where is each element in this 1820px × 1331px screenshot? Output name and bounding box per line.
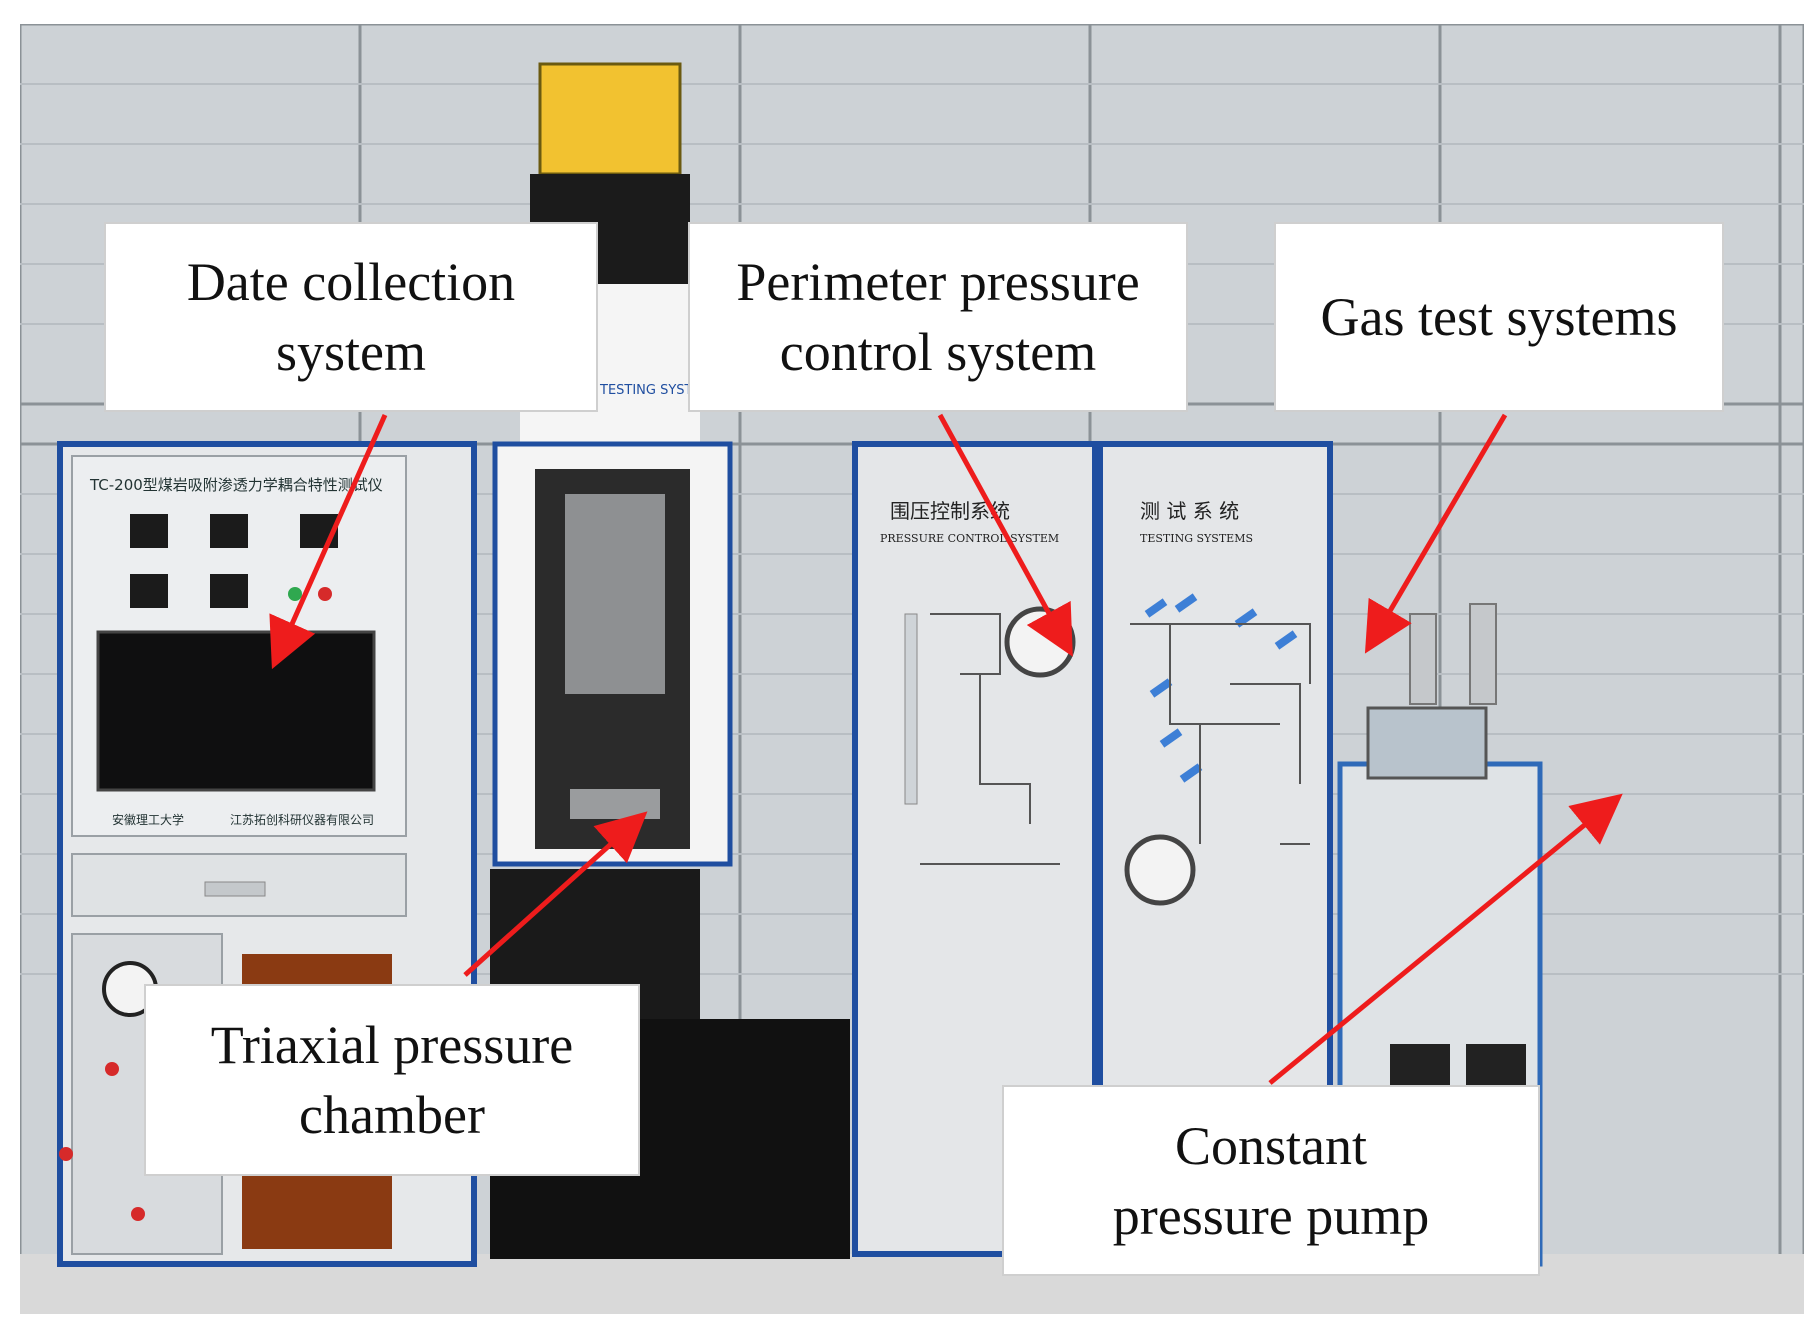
meter-3 [300, 514, 338, 548]
valve-knob-1 [105, 1062, 119, 1076]
indicator-red [318, 587, 332, 601]
flow-meter [904, 613, 918, 805]
valve-knob-3 [131, 1207, 145, 1221]
meter-4 [130, 574, 168, 608]
drawer-handle [204, 881, 266, 897]
triaxial-press: TESTING SYSTEMS [490, 62, 850, 1259]
indicator-green [288, 587, 302, 601]
blue-valves [1144, 593, 1298, 783]
testing-panel-en: TESTING SYSTEMS [1140, 532, 1253, 545]
label-perimeter-pressure-control-system: Perimeter pressure control system [688, 222, 1188, 412]
testing-gauge [1124, 834, 1196, 906]
meter-1 [130, 514, 168, 548]
label-triaxial-pressure-chamber: Triaxial pressure chamber [144, 984, 640, 1176]
label-constant-pressure-pump: Constant pressure pump [1002, 1085, 1540, 1276]
cabinet-footer-b: 江苏拓创科研仪器有限公司 [230, 813, 374, 827]
chamber-cylinder [565, 494, 665, 694]
pump-cylinder-1 [1409, 613, 1437, 705]
pressure-gauge [1004, 606, 1076, 678]
meter-2 [210, 514, 248, 548]
testing-schematic [1130, 623, 1311, 845]
pump-touchscreen [1366, 706, 1488, 780]
monitor-screen [96, 630, 376, 792]
pressure-panel-en: PRESSURE CONTROL SYSTEM [880, 532, 1059, 545]
cabinet-footer-a: 安徽理工大学 [112, 812, 184, 827]
meter-5 [210, 574, 248, 608]
label-date-collection-system: Date collection system [104, 222, 598, 412]
label-gas-test-systems: Gas test systems [1274, 222, 1724, 412]
pump-cylinder-2 [1469, 603, 1497, 705]
sample-base [570, 789, 660, 819]
cabinet-title-text: TC-200型煤岩吸附渗透力学耦合特性测试仪 [89, 476, 383, 494]
pressure-panel-cn: 围压控制系统 [890, 499, 1010, 523]
valve-knob-2 [59, 1147, 73, 1161]
testing-panel-cn: 测 试 系 统 [1140, 499, 1239, 523]
